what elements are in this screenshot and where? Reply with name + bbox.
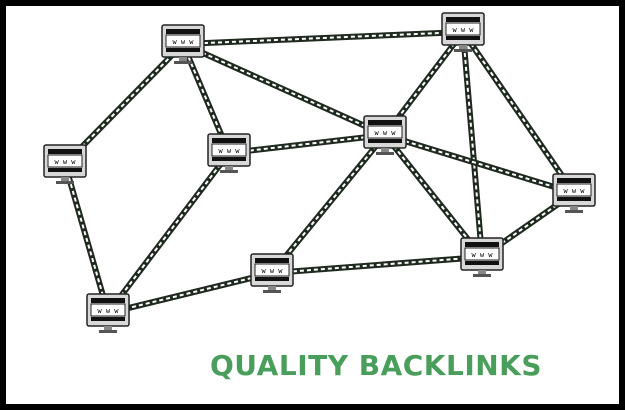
chain-link-node-1-node-2 [180,29,466,47]
monitor-label: w w w [218,147,240,155]
computer-icon: w w w [460,237,504,277]
computer-icon: w w w [441,12,485,52]
chain-link-node-4-node-5 [226,132,388,156]
monitor-label: w w w [471,251,493,259]
chain-link-node-3-node-7 [62,161,111,316]
chain-link-node-2-node-9 [460,29,485,260]
chain-link-node-5-node-9 [382,132,485,260]
chain-link-node-5-node-8 [269,132,388,276]
computer-icon: w w w [43,144,87,184]
chain-link-node-8-node-9 [269,254,485,276]
monitor-label: w w w [452,26,474,34]
computer-icon: w w w [207,133,251,173]
chain-link-node-8-node-7 [105,270,275,316]
chain-link-node-1-node-3 [62,41,186,167]
monitor-label: w w w [374,129,396,137]
monitor-label: w w w [97,307,119,315]
chain-link-node-1-node-5 [180,41,388,138]
computer-icon: w w w [161,24,205,64]
diagram-caption: QUALITY BACKLINKS [210,349,543,382]
computer-nodes: w w w w w w w w w w w w w w w w w w w w w w w w… [43,12,596,333]
computer-icon: w w w [363,115,407,155]
monitor-label: w w w [563,187,585,195]
computer-icon: w w w [86,293,130,333]
chain-link-node-4-node-7 [105,150,232,316]
computer-icon: w w w [552,173,596,213]
monitor-label: w w w [54,158,76,166]
monitor-label: w w w [261,267,283,275]
computer-icon: w w w [250,253,294,293]
chain-link-node-5-node-6 [382,132,577,196]
chain-link-node-2-node-6 [460,29,577,196]
chain-links [62,29,577,316]
monitor-label: w w w [172,38,194,46]
